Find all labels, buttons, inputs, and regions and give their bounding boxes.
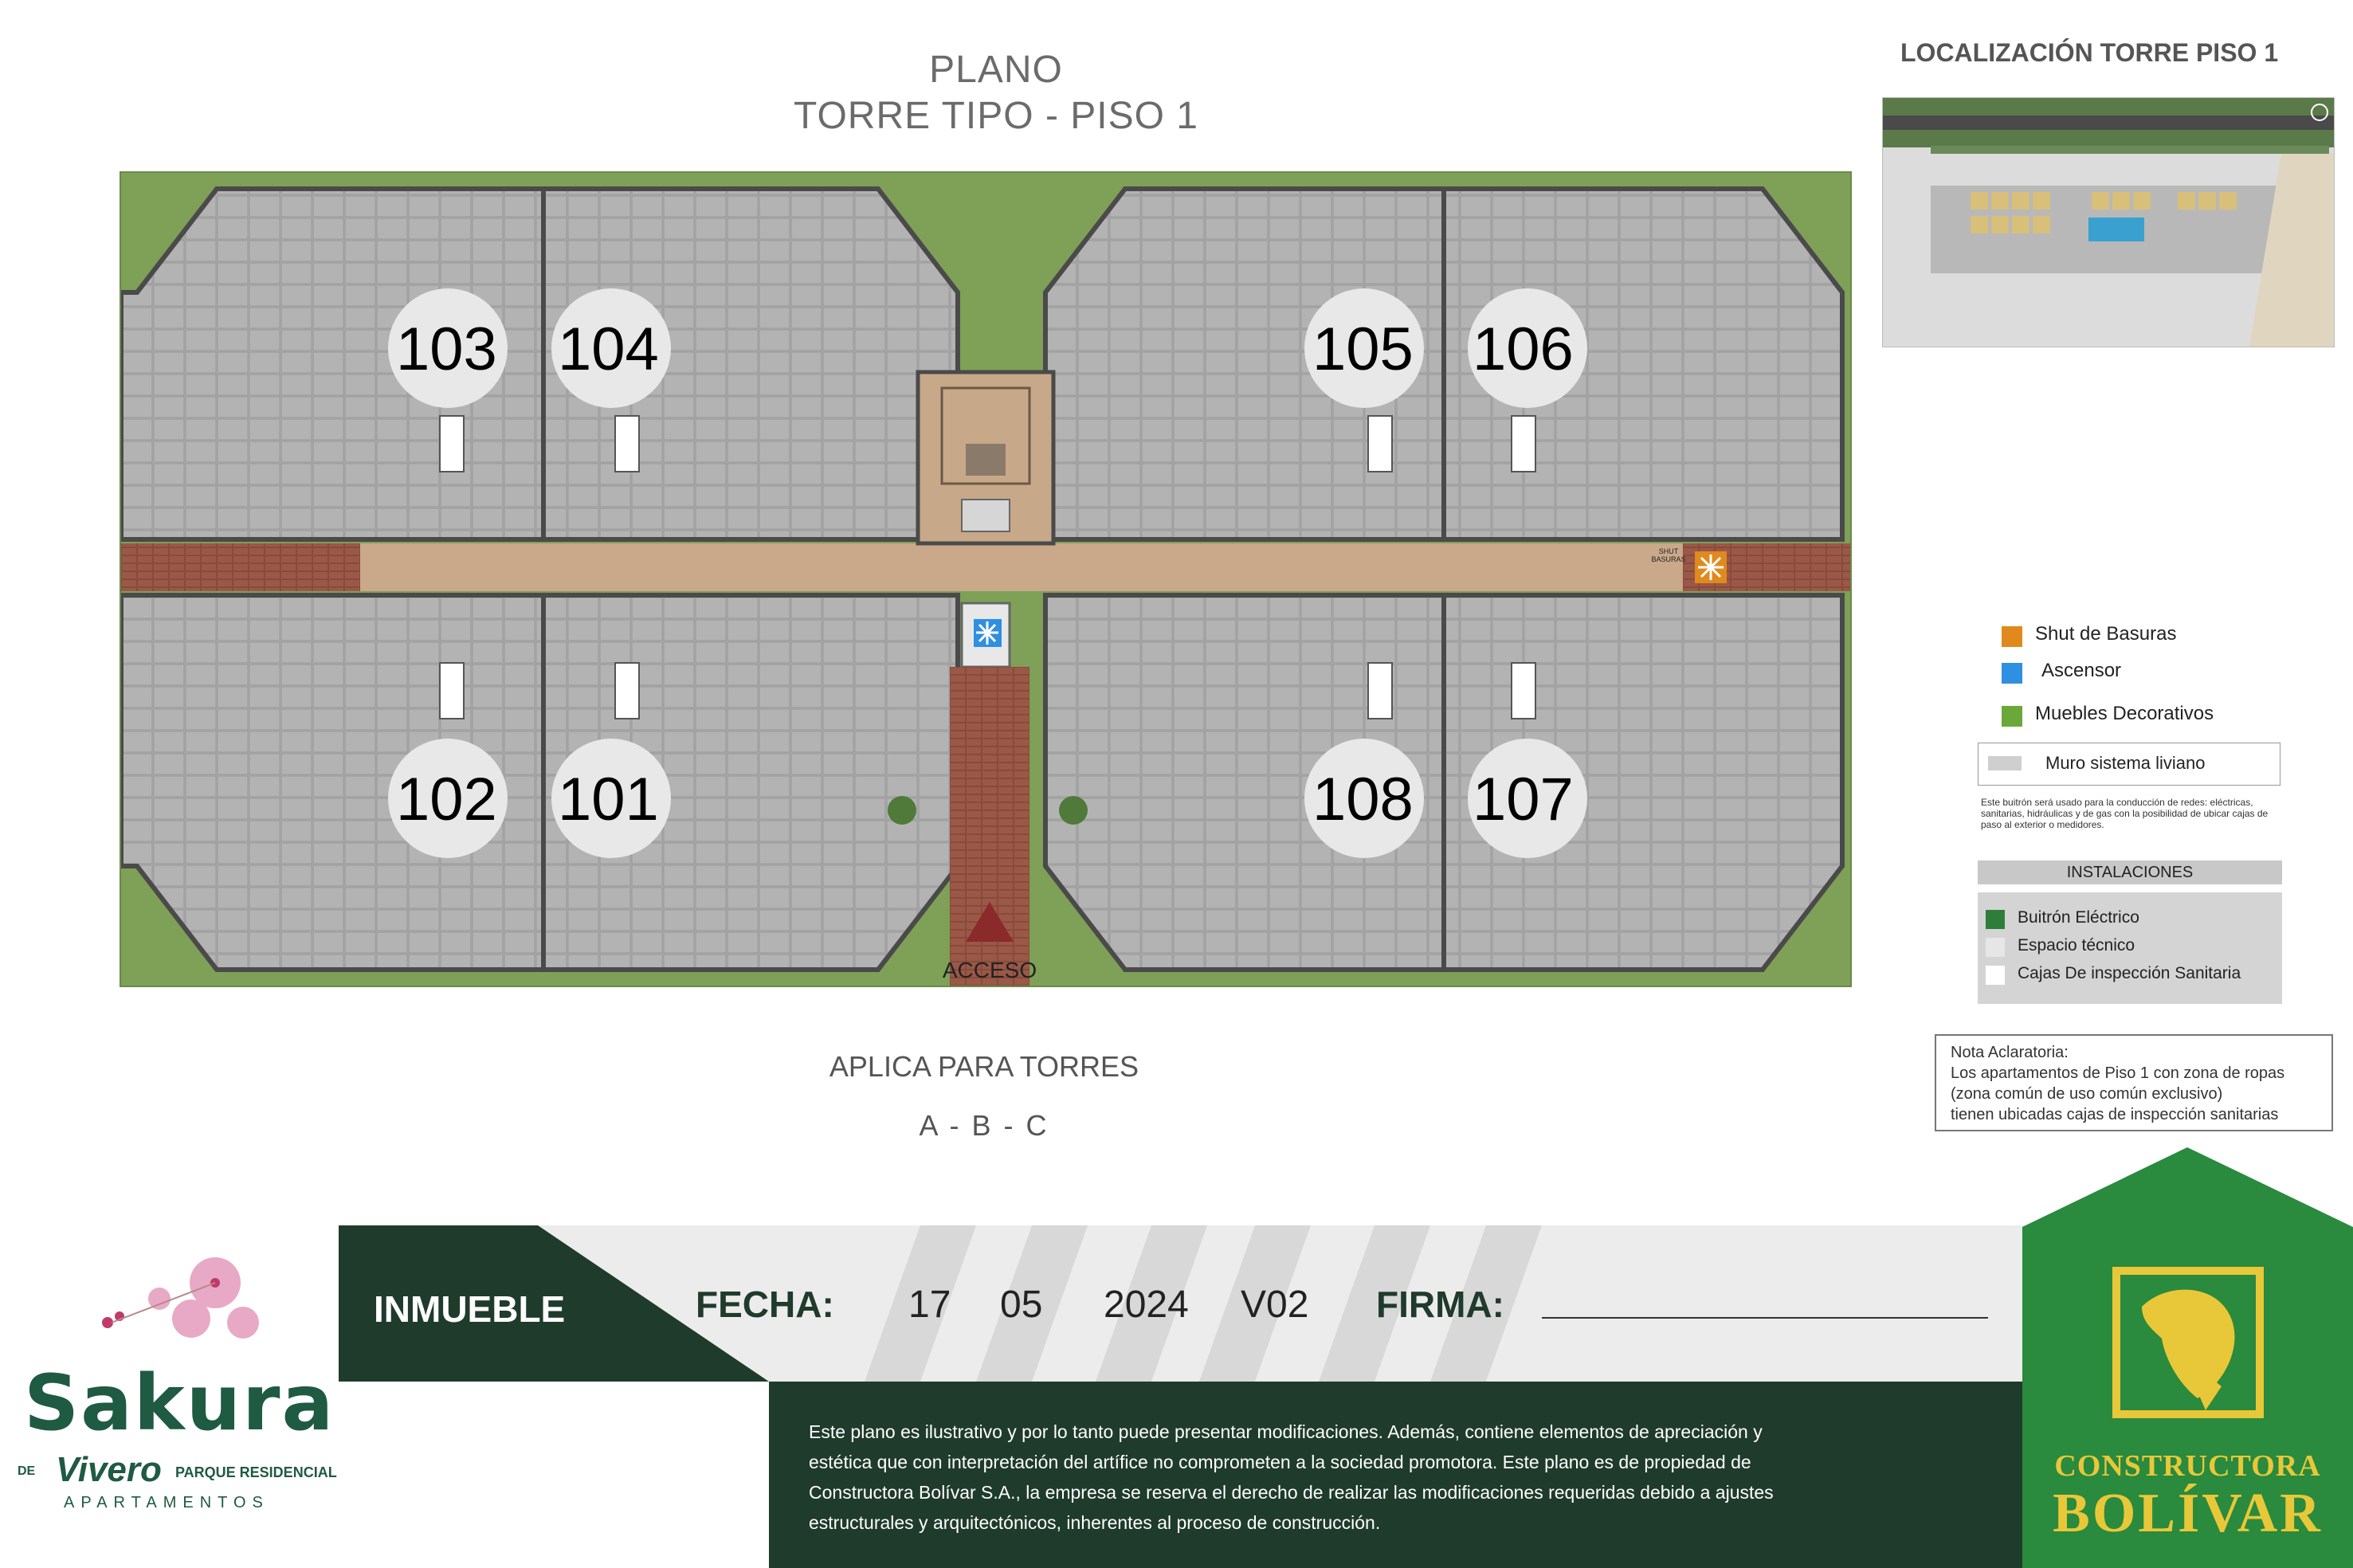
nota-line2: (zona común de uso común exclusivo) [1951,1085,2223,1103]
legend-shut: Shut de Basuras [2002,623,2176,647]
legend-ascensor: Ascensor [2002,660,2121,684]
instalaciones-title: INSTALACIONES [1978,860,2282,884]
brand-vivero: Vivero [56,1450,162,1489]
inmueble-label: INMUEBLE [374,1288,566,1330]
fecha-day: 17 [908,1284,951,1326]
disclaimer: Este plano es ilustrativo y por lo tanto… [809,1421,1774,1533]
legend-muro: Muro sistema liviano [1978,743,2280,786]
asterisk-icon [2002,705,2022,727]
unit-105-label: 105 [1312,316,1414,383]
instalacion-espacio: Espacio técnico [1986,936,2135,957]
asterisk-icon [2002,662,2022,684]
asterisk-icon [2002,625,2022,647]
floor-plan: 103 104 105 106 102 101 108 107 SHUT BAS… [120,171,1852,987]
fecha-label: FECHA: [696,1284,834,1325]
nota-title: Nota Aclaratoria: [1951,1044,2069,1061]
fecha-year: 2024 [1104,1284,1189,1326]
unit-103-label: 103 [396,316,497,383]
access-label: ACCESO [942,958,1037,982]
plan-title-line1: PLANO [929,49,1063,91]
unit-106-label: 106 [1473,316,1574,383]
fecha-month: 05 [1000,1284,1043,1326]
plan-title-line2: TORRE TIPO - PISO 1 [794,95,1198,137]
instalaciones-box: Buitrón Eléctrico Espacio técnico Cajas … [1978,892,2282,1004]
brand-apartamentos: APARTAMENTOS [64,1494,269,1511]
nota-line1: Los apartamentos de Piso 1 con zona de r… [1951,1064,2285,1082]
instalacion-cajas: Cajas De inspección Sanitaria [1986,964,2241,985]
location-title: LOCALIZACIÓN TORRE PISO 1 [1900,38,2279,67]
company-line1: CONSTRUCTORA [2054,1449,2321,1483]
brand-name: Sakura [24,1358,335,1448]
cherry-blossom-icon [96,1243,287,1370]
unit-108-label: 108 [1312,766,1414,833]
applies-towers: A - B - C [919,1109,1049,1142]
unit-102-label: 102 [396,766,497,833]
nota-aclaratoria: Nota Aclaratoria: Los apartamentos de Pi… [1935,1034,2333,1131]
buitron-note: Este buitrón será usado para la conducci… [1981,797,2269,830]
nota-line3: tienen ubicadas cajas de inspección sani… [1951,1106,2279,1123]
shut-label: SHUT BASURAS [1651,547,1686,563]
unit-107-label: 107 [1473,766,1574,833]
brand-parque: PARQUE RESIDENCIAL [175,1464,337,1480]
unit-101-label: 101 [558,766,659,833]
brand-de: DE [18,1464,36,1478]
legend-muebles: Muebles Decorativos [2002,703,2214,727]
version-label: V02 [1241,1284,1309,1326]
instalacion-electrico: Buitrón Eléctrico [1986,908,2139,929]
location-map [1882,97,2335,347]
applies-label: APLICA PARA TORRES [829,1050,1139,1083]
firma-label: FIRMA: [1376,1284,1504,1325]
constructora-bolivar-logo: CONSTRUCTORA BOLÍVAR [2022,1147,2353,1568]
company-line2: BOLÍVAR [2053,1483,2323,1544]
footer-band: INMUEBLE FECHA: 17 05 2024 V02 FIRMA: Es… [339,1225,2024,1568]
unit-104-label: 104 [558,316,659,383]
